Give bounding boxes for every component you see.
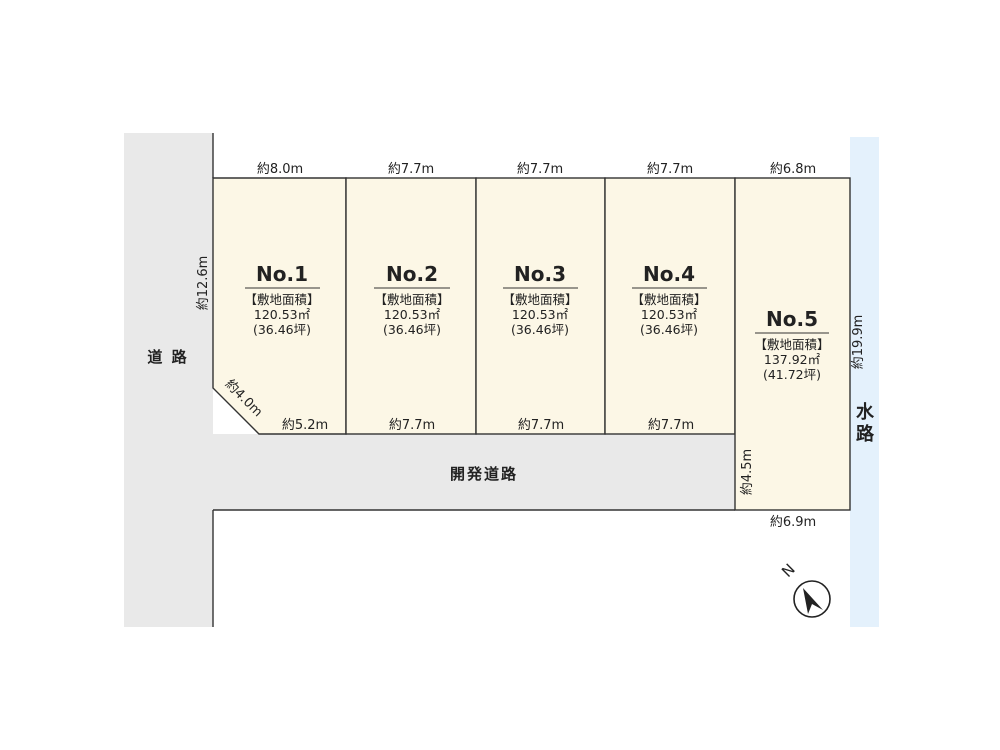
waterway <box>850 137 879 627</box>
lot-1-area-sqm: 120.53㎡ <box>254 307 311 322</box>
lot-3-number: No.3 <box>514 262 566 286</box>
dim-bottom-lot-1: 約5.2m <box>282 418 328 433</box>
lot-5[interactable] <box>734 177 851 511</box>
lot-3[interactable] <box>475 177 606 435</box>
lot-1-area-title: 【敷地面積】 <box>244 292 319 307</box>
lot-1-number: No.1 <box>256 262 308 286</box>
lot-1-label: No.1 【敷地面積】 120.53㎡ (36.46坪) <box>244 262 320 337</box>
lot-4-label: No.4 【敷地面積】 120.53㎡ (36.46坪) <box>631 262 707 337</box>
lot-5-number: No.5 <box>766 307 818 331</box>
dim-lot-5-bottom: 約6.9m <box>770 515 816 530</box>
lot-2-area-title: 【敷地面積】 <box>374 292 449 307</box>
lot-3-area-sqm: 120.53㎡ <box>512 307 569 322</box>
lot-2-area-tsubo: (36.46坪) <box>383 322 441 337</box>
dim-top-lot-2: 約7.7m <box>388 162 434 177</box>
lot-5-label: No.5 【敷地面積】 137.92㎡ (41.72坪) <box>754 307 829 382</box>
lot-2-number: No.2 <box>386 262 438 286</box>
waterway-label-2: 路 <box>856 423 875 445</box>
development-road <box>213 434 735 510</box>
lot-4-area-title: 【敷地面積】 <box>631 292 706 307</box>
lot-1[interactable] <box>212 177 347 435</box>
north-label: N <box>778 560 799 581</box>
lot-4-number: No.4 <box>643 262 695 286</box>
lot-3-area-title: 【敷地面積】 <box>502 292 577 307</box>
dim-bottom-lot-4: 約7.7m <box>648 418 694 433</box>
dim-left-side: 約12.6m <box>196 256 211 311</box>
dim-bottom-lot-2: 約7.7m <box>389 418 435 433</box>
lot-2-area-sqm: 120.53㎡ <box>384 307 441 322</box>
waterway-label-1: 水 <box>856 401 875 423</box>
lot-4-area-tsubo: (36.46坪) <box>640 322 698 337</box>
dim-top-lot-3: 約7.7m <box>517 162 563 177</box>
main-road <box>124 133 213 627</box>
dim-top-lot-1: 約8.0m <box>257 162 303 177</box>
lot-4-area-sqm: 120.53㎡ <box>641 307 698 322</box>
dim-top-lot-5: 約6.8m <box>770 162 816 177</box>
development-road-label: 開発道路 <box>450 465 518 483</box>
lot-5-area-tsubo: (41.72坪) <box>763 367 821 382</box>
lot-2-label: No.2 【敷地面積】 120.53㎡ (36.46坪) <box>374 262 450 337</box>
lot-3-area-tsubo: (36.46坪) <box>511 322 569 337</box>
lot-2[interactable] <box>345 177 477 435</box>
lot-4[interactable] <box>604 177 736 435</box>
lot-1-area-tsubo: (36.46坪) <box>253 322 311 337</box>
north-compass-icon: N <box>778 560 831 618</box>
dim-right-side: 約19.9m <box>851 315 866 370</box>
lot-5-area-title: 【敷地面積】 <box>754 337 829 352</box>
lot-3-label: No.3 【敷地面積】 120.53㎡ (36.46坪) <box>502 262 578 337</box>
dim-bottom-lot-3: 約7.7m <box>518 418 564 433</box>
lot-5-area-sqm: 137.92㎡ <box>764 352 821 367</box>
main-road-label: 道 路 <box>147 348 188 366</box>
dim-lot-5-left: 約4.5m <box>740 449 755 495</box>
dim-top-lot-4: 約7.7m <box>647 162 693 177</box>
